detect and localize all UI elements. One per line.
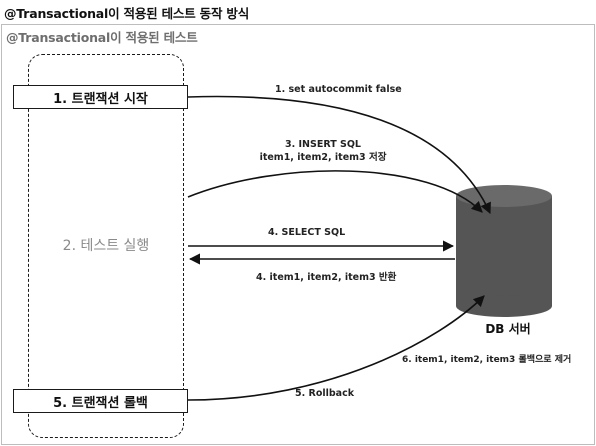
label-db-rollback: 6. item1, item2, item3 롤백으로 제거	[402, 355, 572, 365]
label-rollback: 5. Rollback	[295, 388, 355, 399]
step-test-run: 2. 테스트 실행	[62, 238, 150, 254]
arrow-autocommit	[187, 95, 491, 215]
database-icon	[456, 185, 552, 317]
label-insert-sql: 3. INSERT SQL	[285, 139, 361, 150]
label-autocommit: 1. set autocommit false	[275, 84, 402, 95]
label-return-items: 4. item1, item2, item3 반환	[256, 272, 397, 283]
db-server-label: DB 서버	[485, 322, 531, 336]
step-transaction-rollback: 5. 트랜잭션 롤백	[13, 389, 188, 413]
frame-title: @Transactional이 적용된 테스트	[6, 30, 198, 45]
step-transaction-start: 1. 트랜잭션 시작	[13, 85, 188, 109]
arrow-insert	[187, 170, 483, 213]
test-scope-box	[28, 54, 184, 438]
label-insert-items: item1, item2, item3 저장	[259, 152, 387, 163]
arrow-rollback	[187, 295, 485, 401]
page-title: @Transactional이 적용된 테스트 동작 방식	[4, 6, 250, 21]
label-select-sql: 4. SELECT SQL	[268, 227, 346, 238]
